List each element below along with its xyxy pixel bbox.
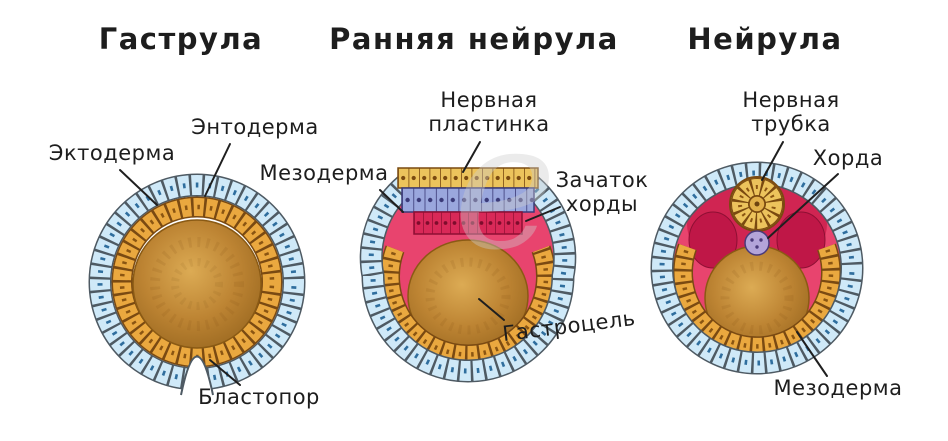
mesoderm-early-label-line (379, 189, 404, 213)
chord-label-line (767, 173, 839, 239)
neural-tube-label-line (761, 141, 784, 181)
stage-title-neurula: Нейрула (687, 22, 843, 56)
label-blastopore: Бластопор (198, 385, 320, 409)
gastrula-drawing (88, 173, 306, 397)
mesoderm-neurula-label-line (796, 331, 828, 377)
stage-title-early-neurula: Ранняя нейрула (329, 22, 619, 56)
stage-title-gastrula: Гаструла (98, 22, 264, 56)
neurula-mesoderm-lobe-right (776, 211, 826, 269)
label-endoderm: Энтодерма (191, 115, 319, 139)
ectoderm-label-line (119, 169, 158, 206)
chord-rudiment-label-line (525, 206, 561, 222)
neurula-neural-tube (729, 176, 785, 232)
neurula-drawing (650, 161, 864, 375)
blastopore-label-line (209, 359, 241, 386)
neurula-mesoderm-lobe-left (688, 211, 738, 269)
gastrocoel-label-line (478, 298, 505, 321)
label-chord: Хорда (812, 146, 884, 170)
endoderm-label-line (204, 143, 231, 197)
neural-plate-label-line (462, 141, 481, 173)
label-mesoderm-early: Мезодерма (259, 161, 389, 185)
label-neural-plate: Нервная пластинка (428, 88, 550, 137)
early-neurula-drawing (359, 167, 577, 383)
label-neural-tube: Нервная трубка (742, 88, 840, 137)
gastrula-yolk-mass (132, 219, 262, 349)
label-mesoderm-neurula: Мезодерма (773, 376, 903, 400)
label-ectoderm: Эктодерма (48, 141, 176, 165)
neurula-chord (744, 230, 770, 256)
label-chord-rudiment: Зачаток хорды (555, 168, 649, 217)
leader-lines (119, 141, 839, 386)
